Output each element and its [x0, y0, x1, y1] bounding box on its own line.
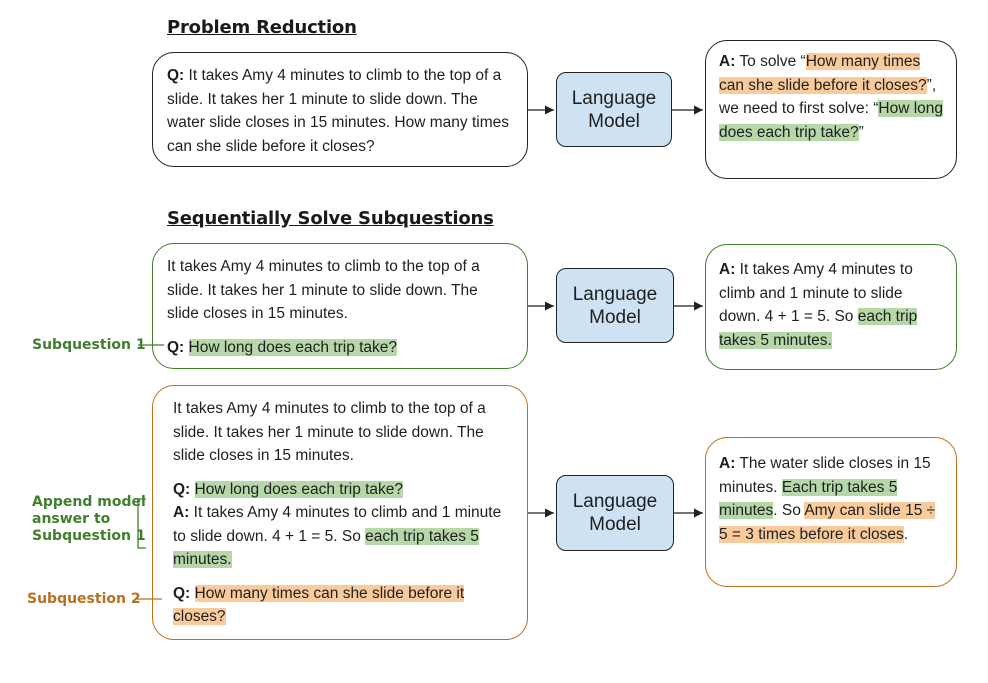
- append-answer-label: Append model answer to Subquestion 1: [32, 494, 146, 544]
- question-label: Q:: [167, 67, 185, 84]
- language-model-box-3: Language Model: [556, 475, 674, 551]
- subquestion1-label: Subquestion 1: [32, 337, 146, 353]
- question-text: It takes Amy 4 minutes to climb to the t…: [167, 67, 509, 155]
- question-box: Q: It takes Amy 4 minutes to climb to th…: [152, 52, 528, 167]
- context-text: It takes Amy 4 minutes to climb to the t…: [167, 258, 480, 322]
- answer-label: A:: [719, 53, 736, 70]
- section-title-problem-reduction: Problem Reduction: [167, 17, 357, 38]
- language-model-box-2: Language Model: [556, 268, 674, 343]
- q-label: Q:: [173, 584, 191, 602]
- answer-text: It takes Amy 4 minutes to climb and 1 mi…: [719, 261, 913, 325]
- answer-text: ”, we need to first solve: “: [719, 76, 937, 118]
- q-label: Q:: [167, 338, 185, 356]
- answer-text: . So: [773, 502, 805, 519]
- language-model-label: Language Model: [571, 87, 657, 132]
- highlight-subquestion-1: How long does each trip take?: [188, 338, 398, 356]
- answer-label: A:: [719, 261, 736, 278]
- answer-label: A:: [719, 455, 736, 472]
- append-bracket: [137, 498, 146, 549]
- answer-text: .: [903, 525, 909, 543]
- highlight-subquestion-1: How long does each trip take?: [194, 480, 404, 498]
- answer-text: The water slide closes in 15 minutes.: [719, 455, 931, 496]
- answer-text: ”: [858, 123, 864, 141]
- subquestion2-label: Subquestion 2: [27, 591, 141, 607]
- language-model-box-1: Language Model: [556, 72, 672, 147]
- decomposition-answer-box: A: To solve “How many times can she slid…: [705, 40, 957, 179]
- final-answer-box: A: The water slide closes in 15 minutes.…: [705, 437, 957, 587]
- subquestion2-box: It takes Amy 4 minutes to climb to the t…: [152, 385, 528, 640]
- q-label: Q:: [173, 480, 191, 498]
- language-model-label: Language Model: [572, 283, 658, 328]
- section-title-sequential: Sequentially Solve Subquestions: [167, 208, 494, 229]
- subquestion1-box: It takes Amy 4 minutes to climb to the t…: [152, 243, 528, 369]
- subquestion1-answer-box: A: It takes Amy 4 minutes to climb and 1…: [705, 244, 957, 370]
- context-text: It takes Amy 4 minutes to climb to the t…: [173, 400, 486, 464]
- a-label: A:: [173, 504, 190, 521]
- appended-answer-text: It takes Amy 4 minutes to climb and 1 mi…: [173, 504, 502, 545]
- language-model-label: Language Model: [572, 491, 658, 535]
- answer-text: To solve “: [735, 53, 806, 70]
